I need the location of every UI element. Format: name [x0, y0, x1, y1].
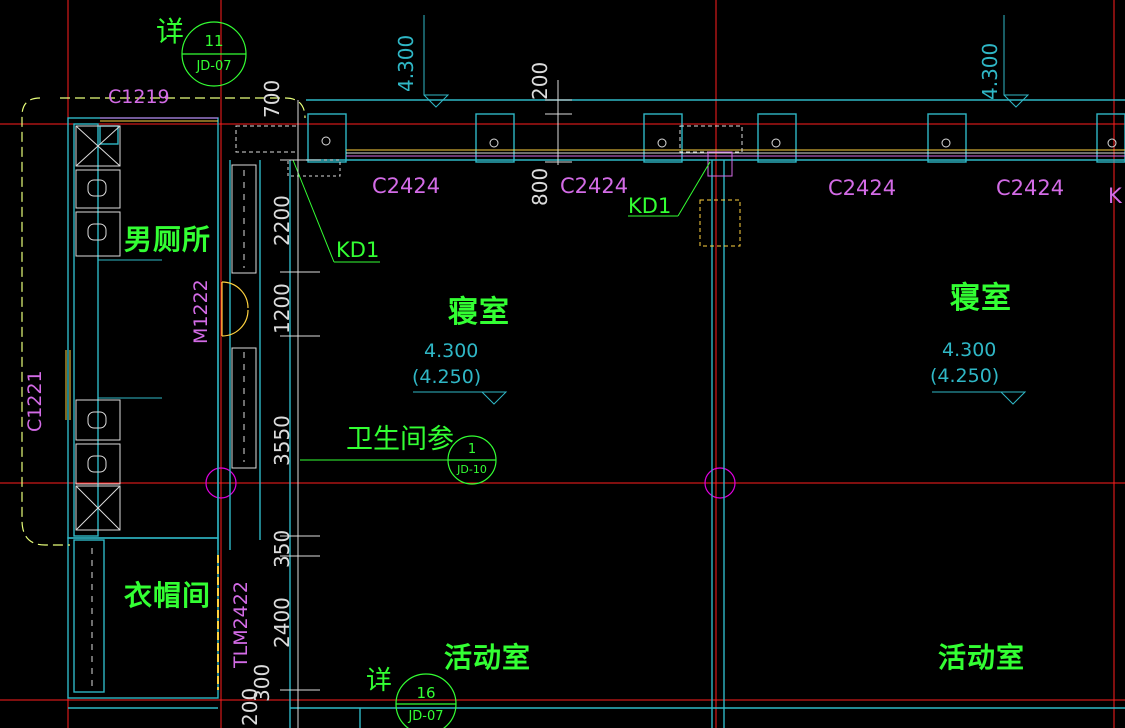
window-c2424-a: C2424: [372, 174, 441, 198]
window-lines: [65, 117, 1125, 420]
room-activity-left: 活动室: [444, 641, 532, 674]
toilet-fixtures: [75, 125, 162, 531]
dim-2400: 2400: [270, 597, 294, 648]
elevation-markers: [413, 15, 1030, 405]
detail-top-prefix: 详: [156, 15, 185, 48]
dimension-lines: [280, 80, 572, 728]
window-c2424-b: C2424: [560, 174, 629, 198]
dim-2200: 2200: [270, 195, 294, 246]
dim-3550: 3550: [270, 415, 294, 466]
level-right-value: 4.300: [942, 339, 997, 361]
window-c1221: C1221: [24, 370, 46, 432]
level-top-right: 4.300: [978, 42, 1002, 100]
dim-300: 300: [250, 663, 274, 702]
column: [1096, 113, 1125, 163]
kd-edge-label: K: [1108, 184, 1122, 208]
level-top-left: 4.300: [394, 34, 418, 92]
window-c2424-d: C2424: [996, 176, 1065, 200]
column: [307, 113, 347, 163]
window-c2424-c: C2424: [828, 176, 897, 200]
room-activity-right: 活动室: [938, 641, 1026, 674]
leader-lines: [292, 159, 711, 461]
axis-bubble-mid: [704, 467, 736, 499]
level-left-value: 4.300: [424, 340, 479, 362]
detail-toilet-number: 1: [467, 442, 477, 457]
detail-bottom-sheet: JD-07: [408, 709, 444, 724]
dim-700: 700: [260, 79, 284, 118]
column: [927, 113, 967, 163]
detail-bubbles: [181, 21, 497, 728]
dim-200: 200: [528, 61, 552, 100]
level-left-paren: (4.250): [412, 366, 482, 388]
detail-top-number: 11: [204, 32, 224, 50]
door-m1222-label: M1222: [190, 279, 212, 344]
detail-bottom-number: 16: [416, 684, 436, 702]
level-right-paren: (4.250): [930, 365, 1000, 387]
room-dorm-right: 寝室: [950, 281, 1012, 316]
dim-350: 350: [270, 529, 294, 568]
column: [475, 113, 515, 163]
room-mens-toilet: 男厕所: [124, 223, 212, 256]
kd1-label-mid: KD1: [628, 194, 672, 218]
detail-toilet-sheet: JD-10: [457, 463, 487, 476]
axis-bubbles: [205, 467, 736, 499]
window-c1219: C1219: [108, 86, 170, 108]
shelves: [91, 164, 257, 690]
kd1-label-left: KD1: [336, 238, 380, 262]
detail-top-sheet: JD-07: [196, 59, 232, 74]
column: [643, 113, 683, 163]
room-cloakroom: 衣帽间: [124, 579, 212, 612]
column-bolts: [321, 136, 1117, 148]
dim-1200: 1200: [270, 283, 294, 334]
roof-outline: [21, 97, 306, 546]
column: [757, 113, 797, 163]
detail-toilet-prefix: 卫生间参: [346, 424, 454, 455]
dim-800: 800: [528, 167, 552, 206]
door-tlm2422-label: TLM2422: [230, 581, 252, 668]
detail-bottom-prefix: 详: [366, 666, 393, 696]
room-dorm-left: 寝室: [448, 295, 510, 330]
axis-bubble-left: [205, 467, 237, 499]
door-m1222: [221, 281, 249, 337]
